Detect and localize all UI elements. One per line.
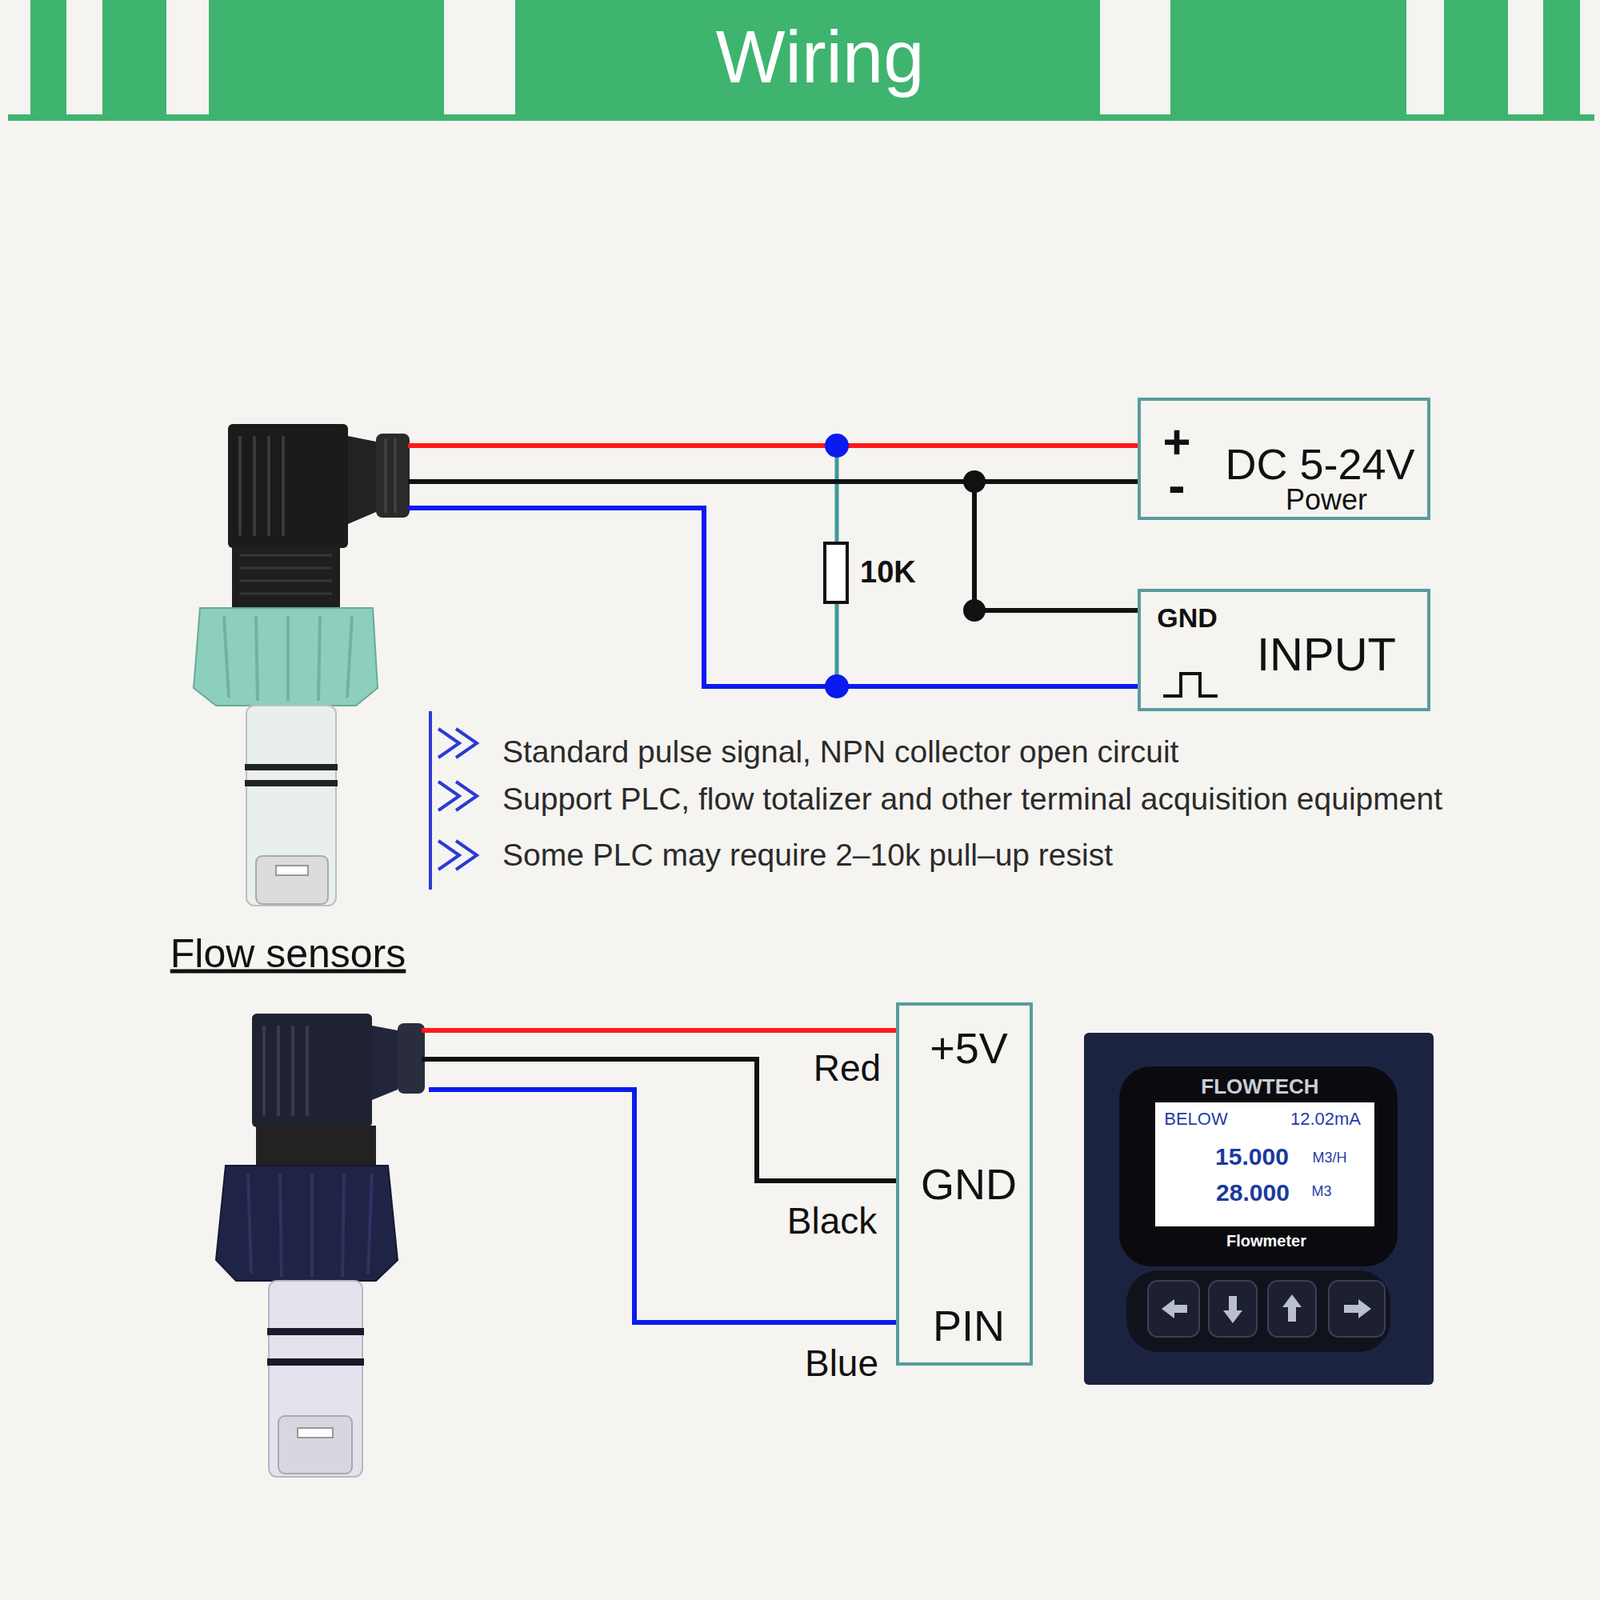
- page-title: Wiring: [716, 16, 925, 98]
- status-text: BELOW: [1164, 1109, 1228, 1129]
- bottom-wiring: [421, 1030, 896, 1323]
- unit-text: M3/H: [1312, 1150, 1347, 1167]
- title-banner: [8, 0, 1595, 121]
- cable-gland: [376, 433, 410, 518]
- note-markers: [428, 711, 477, 890]
- banner-stripe: [102, 0, 167, 115]
- flowmeter-panel: FLOWTECH Flowmeter BELOW 12.02mA15.000 M3/H 2…: [1084, 1032, 1434, 1385]
- blue-wire: [428, 1089, 896, 1323]
- nut-ribs: [248, 1173, 372, 1277]
- thread-lines: [240, 555, 332, 594]
- connector-neck: [372, 1025, 398, 1100]
- chevron: [456, 840, 477, 870]
- total-volume: 28.000: [1216, 1179, 1290, 1206]
- connector-housing: [252, 1013, 372, 1128]
- wire-color-label: Blue: [804, 1343, 879, 1384]
- sensor-tube: [246, 705, 336, 906]
- resistor-value: 10K: [860, 556, 916, 590]
- button: [1268, 1280, 1316, 1337]
- housing-ribs: [240, 436, 284, 536]
- button: [1208, 1280, 1257, 1337]
- union-nut: [216, 1165, 398, 1281]
- terminal-box: +5V GND PIN: [896, 1002, 1033, 1366]
- left-arrow-icon: [1161, 1299, 1188, 1319]
- display-screen: BELOW 12.02mA15.000 M3/H 28.000 M3: [1155, 1102, 1375, 1227]
- connector-neck: [348, 436, 376, 524]
- junction-dot: [824, 674, 849, 699]
- up-arrow-icon: [1282, 1294, 1302, 1322]
- gland-ribs: [385, 438, 396, 513]
- pin-name: +5V: [929, 1024, 1008, 1072]
- current-reading: 12.02mA: [1290, 1109, 1361, 1129]
- red-wire: [408, 443, 1138, 448]
- thread-ring: [232, 545, 340, 608]
- input-label: INPUT: [1256, 628, 1396, 680]
- input-box: GND INPUT: [1137, 588, 1431, 712]
- wire-color-label: Red: [813, 1048, 881, 1089]
- wire-color-label: Black: [787, 1200, 877, 1242]
- button: [1328, 1280, 1385, 1337]
- note-text: Support PLC, flow totalizer and other te…: [502, 782, 1443, 817]
- pin-name: GND: [1156, 603, 1218, 633]
- chevron: [456, 781, 477, 811]
- top-wiring: [408, 433, 1218, 699]
- power-label: Power: [1285, 484, 1368, 516]
- blue-wire: [408, 508, 1138, 687]
- voltage-label: DC 5-24V: [1224, 440, 1415, 488]
- resistor-symbol: [824, 543, 848, 603]
- banner-stripe: [208, 0, 444, 115]
- ground-wire: [974, 481, 1138, 611]
- screen-bezel: [1119, 1066, 1398, 1267]
- flow-sensor-bottom: [216, 1013, 425, 1477]
- button: [1148, 1280, 1200, 1337]
- note-text: Standard pulse signal, NPN collector ope…: [502, 735, 1179, 770]
- flow-rate: 15.000: [1215, 1143, 1289, 1170]
- pin-name: PIN: [932, 1302, 1005, 1350]
- flow-sensor-top: [193, 424, 410, 906]
- chevron: [438, 728, 460, 758]
- paddle-slot: [297, 1428, 333, 1438]
- unit-text: M3: [1311, 1184, 1332, 1200]
- union-nut: [193, 608, 378, 706]
- banner-stripe: [1543, 0, 1580, 115]
- o-ring: [244, 780, 338, 787]
- pin-name: GND: [920, 1160, 1017, 1208]
- note-text: Some PLC may require 2–10k pull–up resis…: [502, 838, 1113, 873]
- o-ring: [267, 1328, 364, 1336]
- thread-ring: [256, 1125, 376, 1166]
- chevron: [438, 781, 460, 811]
- banner-stripe: [1170, 0, 1407, 115]
- paddle-tip: [278, 1416, 352, 1474]
- cable-gland: [397, 1023, 425, 1094]
- banner-stripe: [1444, 0, 1508, 115]
- banner-rule: [8, 114, 1595, 121]
- paddle-slot: [276, 865, 308, 876]
- right-arrow-icon: [1344, 1299, 1372, 1319]
- banner-stripe: [515, 0, 1100, 115]
- flowmeter-device: [1084, 1032, 1434, 1385]
- housing-ribs: [264, 1025, 308, 1116]
- down-arrow-icon: [1223, 1296, 1243, 1324]
- keypad: [1126, 1270, 1391, 1352]
- chevron: [456, 728, 477, 758]
- sensor-tube: [268, 1280, 363, 1477]
- power-box: +DC 5-24V-Power: [1137, 397, 1431, 520]
- device-label: Flowmeter: [1226, 1232, 1307, 1250]
- pulse-symbol: [1163, 673, 1218, 696]
- brand-name: FLOWTECH: [1200, 1075, 1319, 1099]
- chevron: [438, 840, 460, 870]
- device-body: [1084, 1032, 1434, 1385]
- o-ring: [244, 764, 338, 771]
- banner-stripe: [30, 0, 67, 115]
- nut-ribs: [224, 616, 352, 701]
- red-wire: [421, 1028, 896, 1033]
- connector-housing: [228, 424, 348, 548]
- o-ring: [267, 1358, 364, 1366]
- paddle-tip: [256, 856, 328, 904]
- note-bar: [428, 711, 432, 890]
- figure-label: Flow sensors: [170, 932, 407, 976]
- polarity-minus: -: [1168, 457, 1185, 514]
- junction-dot: [824, 433, 849, 458]
